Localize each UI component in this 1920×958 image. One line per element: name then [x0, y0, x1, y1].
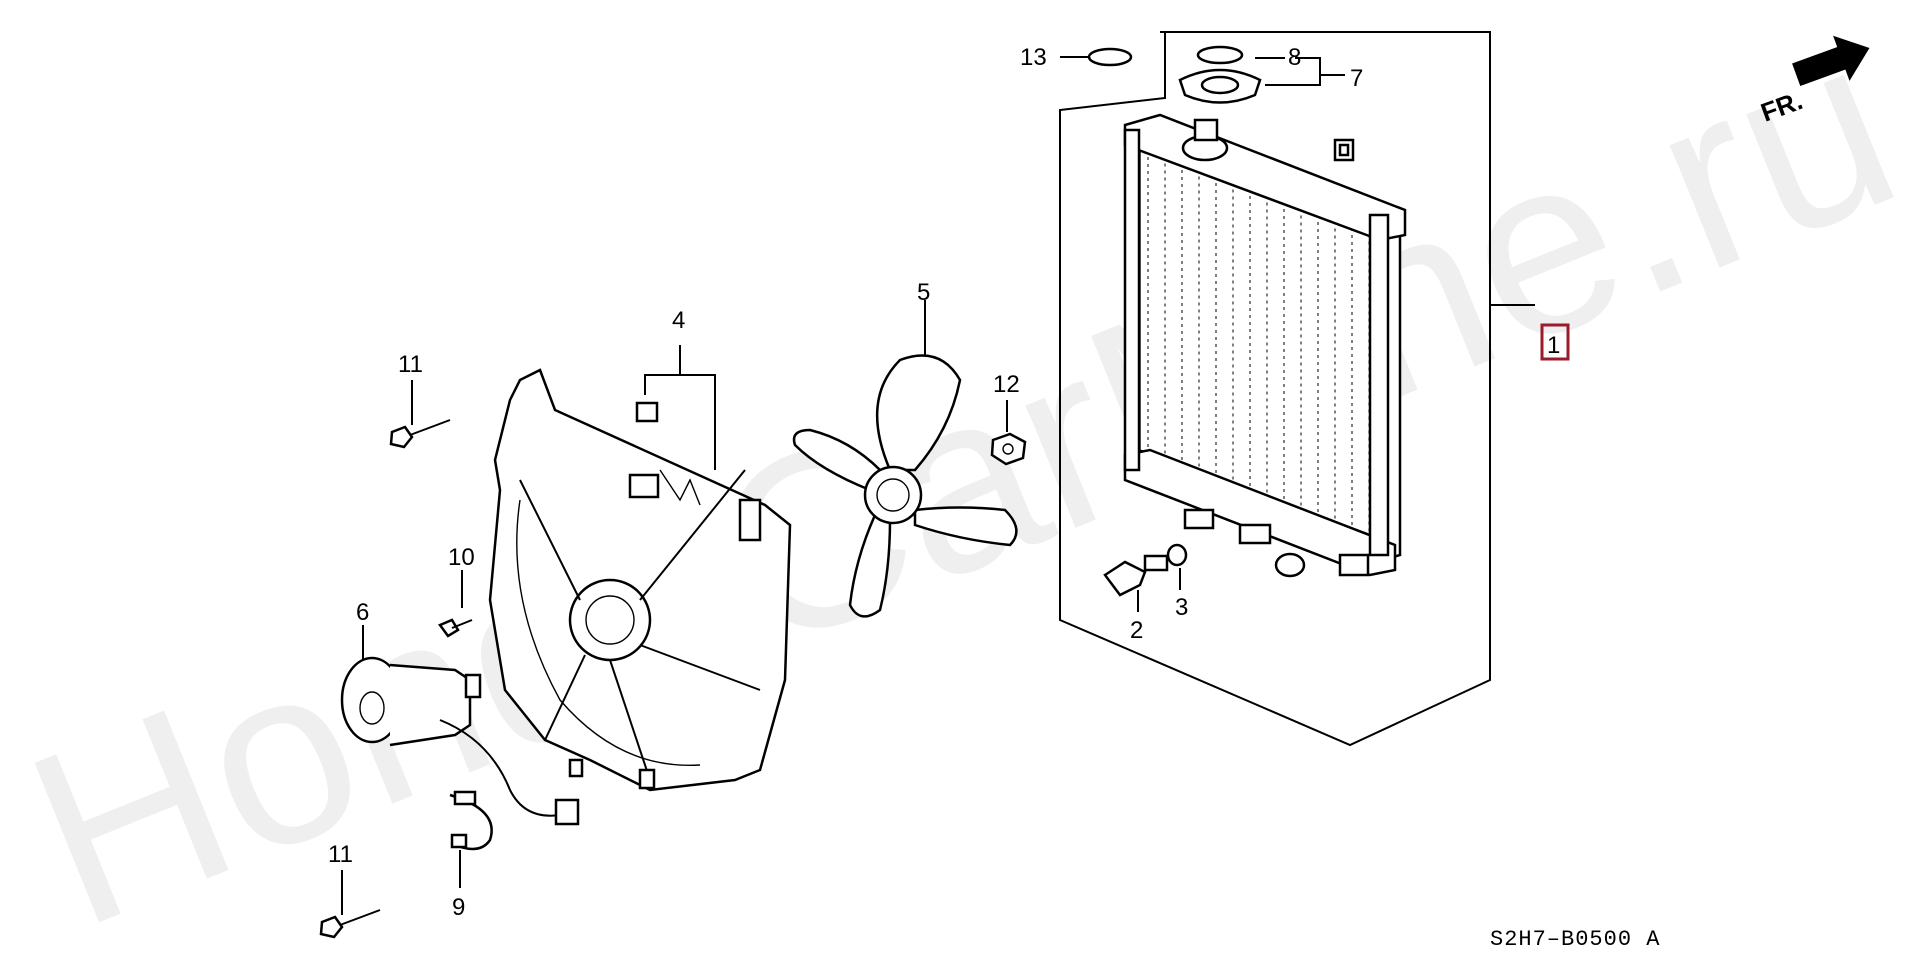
fan-motor	[340, 656, 580, 826]
label-3[interactable]: 3	[1175, 594, 1188, 621]
nut-12	[990, 432, 1027, 466]
label-6[interactable]: 6	[356, 599, 369, 626]
radiator-core	[1123, 113, 1407, 578]
bolt-11-top	[389, 419, 451, 449]
wire-clip-9	[449, 790, 493, 851]
diagram-code: S2H7–B0500 A	[1490, 927, 1660, 952]
label-5[interactable]: 5	[917, 279, 930, 306]
label-9[interactable]: 9	[452, 894, 465, 921]
label-13[interactable]: 13	[1020, 44, 1047, 71]
label-2[interactable]: 2	[1130, 617, 1143, 644]
bolt-10	[438, 618, 473, 638]
radiator-assembly-box	[1059, 31, 1535, 747]
label-4[interactable]: 4	[672, 307, 685, 334]
label-7[interactable]: 7	[1350, 65, 1363, 92]
front-direction-arrow	[1792, 35, 1870, 87]
clip-4	[635, 401, 659, 423]
highlight-box-1	[1540, 323, 1570, 361]
label-11-top[interactable]: 11	[398, 351, 423, 378]
label-1[interactable]: 1	[1547, 332, 1560, 359]
o-ring-13	[1087, 47, 1133, 67]
fan-shroud	[488, 368, 792, 792]
bolt-11-bottom	[319, 909, 381, 939]
washer-3	[1166, 543, 1188, 567]
label-12[interactable]: 12	[993, 371, 1020, 398]
cooling-fan	[792, 354, 1018, 618]
label-10[interactable]: 10	[448, 544, 475, 571]
label-11-bottom[interactable]: 11	[328, 841, 353, 868]
radiator-cap	[1178, 45, 1262, 104]
label-8[interactable]: 8	[1288, 44, 1301, 71]
drain-plug	[1103, 554, 1169, 597]
